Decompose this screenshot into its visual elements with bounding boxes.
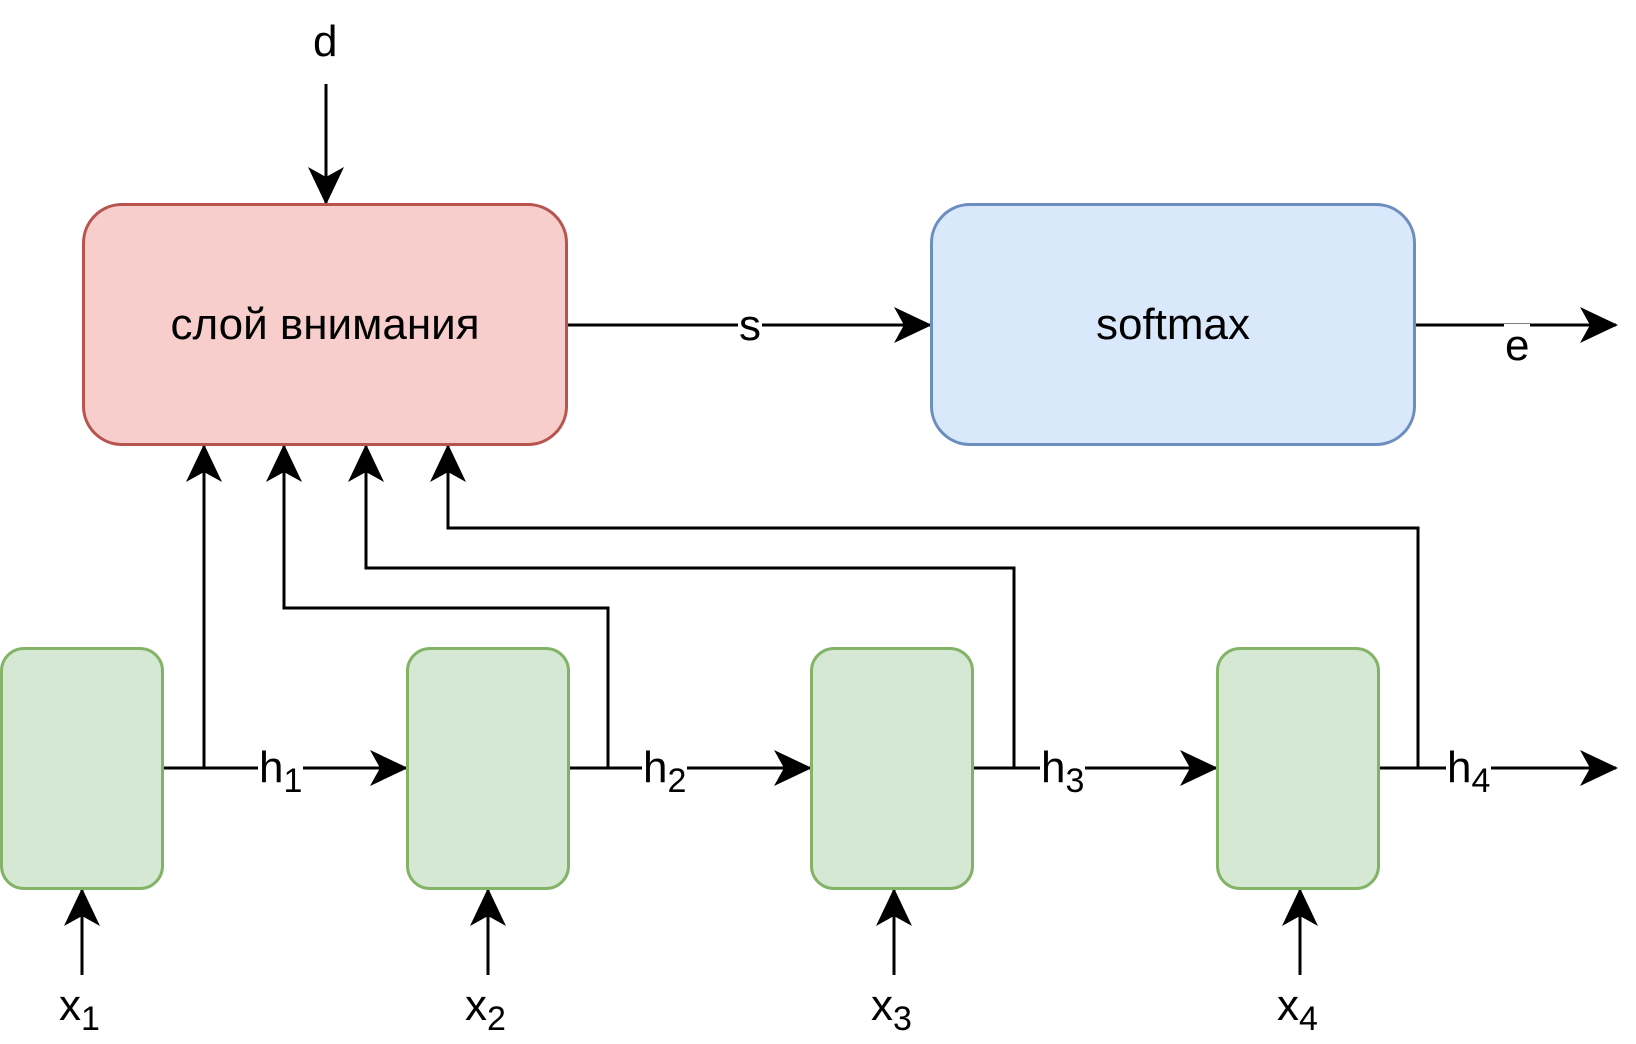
connector-h2-to-attention: [266, 444, 610, 768]
softmax-block: softmax: [930, 203, 1416, 446]
input-sub-4: 4: [1299, 1000, 1318, 1038]
rnn-cell-2: [406, 647, 570, 890]
scores-label: s: [738, 304, 762, 348]
hidden-sub-2: 2: [667, 762, 687, 800]
input-base-1: x: [59, 981, 81, 1030]
hidden-base-2: h: [643, 743, 668, 792]
rnn-cell-4: [1216, 647, 1380, 890]
hidden-label-2: h2: [642, 743, 688, 800]
softmax-label: softmax: [1095, 299, 1251, 349]
hidden-base-4: h: [1447, 743, 1472, 792]
input-base-2: x: [465, 981, 487, 1030]
input-sub-2: 2: [487, 1000, 506, 1038]
hidden-sub-1: 1: [283, 762, 303, 800]
decoder-input-text: d: [313, 17, 338, 66]
connector-h3-to-attention: [348, 444, 1016, 768]
hidden-label-4: h4: [1446, 743, 1492, 800]
hidden-sub-4: 4: [1471, 762, 1491, 800]
decoder-input-label: d: [312, 20, 338, 64]
attention-layer-label: слой внимания: [170, 299, 480, 349]
connector-h4-to-attention: [430, 444, 1420, 768]
hidden-label-1: h1: [258, 743, 304, 800]
input-sub-1: 1: [81, 1000, 100, 1038]
hidden-label-3: h3: [1040, 743, 1086, 800]
hidden-base-3: h: [1041, 743, 1066, 792]
rnn-cell-3: [810, 647, 974, 890]
attention-layer-block: слой внимания: [82, 203, 568, 446]
input-base-3: x: [871, 981, 893, 1030]
hidden-sub-3: 3: [1065, 762, 1085, 800]
input-label-3: x3: [870, 981, 913, 1038]
scores-text: s: [739, 301, 761, 350]
output-text: e: [1505, 321, 1530, 370]
input-label-4: x4: [1276, 981, 1319, 1038]
rnn-cell-1: [0, 647, 164, 890]
output-label: e: [1504, 321, 1531, 370]
hidden-base-1: h: [259, 743, 284, 792]
input-sub-3: 3: [893, 1000, 912, 1038]
input-label-2: x2: [464, 981, 507, 1038]
input-base-4: x: [1277, 981, 1299, 1030]
input-label-1: x1: [58, 981, 101, 1038]
